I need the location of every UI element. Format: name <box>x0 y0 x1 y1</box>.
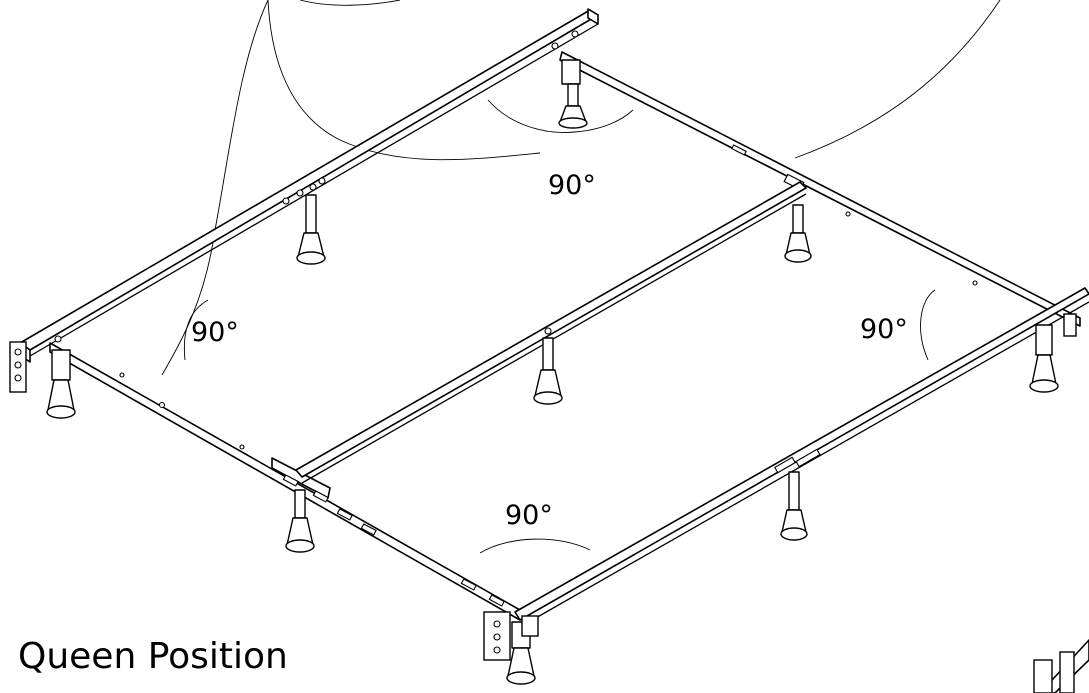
leg-head-middle <box>784 204 812 263</box>
leg-foot-middle <box>285 489 315 553</box>
angle-label-bottom: 90° <box>505 500 553 531</box>
leg-left-corner <box>46 349 76 419</box>
caption: Queen Position <box>18 636 288 677</box>
angle-arcs <box>183 99 936 554</box>
headboard-brackets <box>9 341 539 661</box>
leg-left-middle <box>296 194 326 265</box>
head-rail <box>559 51 1081 327</box>
right-side-rail <box>514 287 1089 628</box>
bracket-left <box>9 341 27 393</box>
angle-label-top: 90° <box>548 170 596 201</box>
partial-frame-corner <box>1033 639 1089 693</box>
leg-right-middle <box>780 471 808 541</box>
angle-label-right: 90° <box>860 314 908 345</box>
bracket-bottom <box>483 611 539 661</box>
leader-arcs <box>161 0 1001 376</box>
leg-top <box>558 59 588 129</box>
left-side-rail <box>19 8 599 363</box>
center-cross-rail <box>295 181 807 484</box>
angle-label-left: 90° <box>191 317 239 348</box>
leg-right-corner <box>1029 313 1077 393</box>
legs <box>46 59 1077 685</box>
leg-center <box>533 337 563 405</box>
